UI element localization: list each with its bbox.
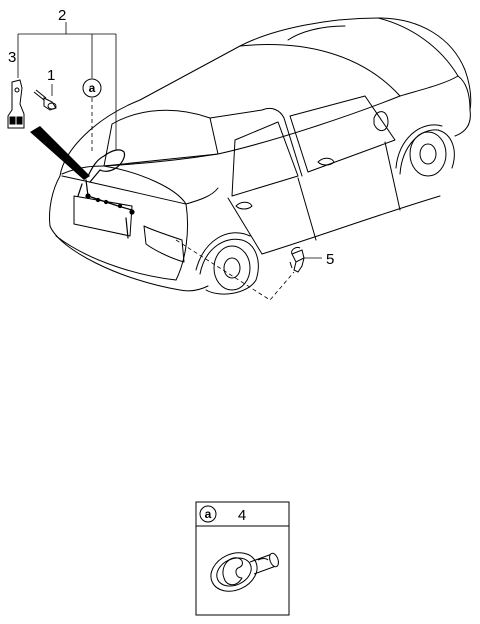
reference-dashed-lines <box>91 98 295 301</box>
trunk-wiring-harness <box>77 149 135 239</box>
leader-lines <box>17 22 322 259</box>
detail-inset: a 4 <box>195 501 290 616</box>
inset-reference-marker: a <box>205 507 212 521</box>
callout-3: 3 <box>8 49 16 66</box>
reference-marker-a-label: a <box>89 81 96 95</box>
reference-marker-a: a <box>82 78 102 98</box>
callout-2: 2 <box>58 7 66 24</box>
car-illustration <box>49 17 472 295</box>
inset-part-number: 4 <box>238 507 246 524</box>
grommet-clip-part <box>289 247 305 273</box>
bracket-part <box>7 79 25 129</box>
bolt-part <box>33 89 57 111</box>
callout-1: 1 <box>47 67 55 84</box>
location-arrow <box>30 126 90 180</box>
callout-5: 5 <box>326 251 334 268</box>
grommet-part-drawing <box>210 552 279 592</box>
